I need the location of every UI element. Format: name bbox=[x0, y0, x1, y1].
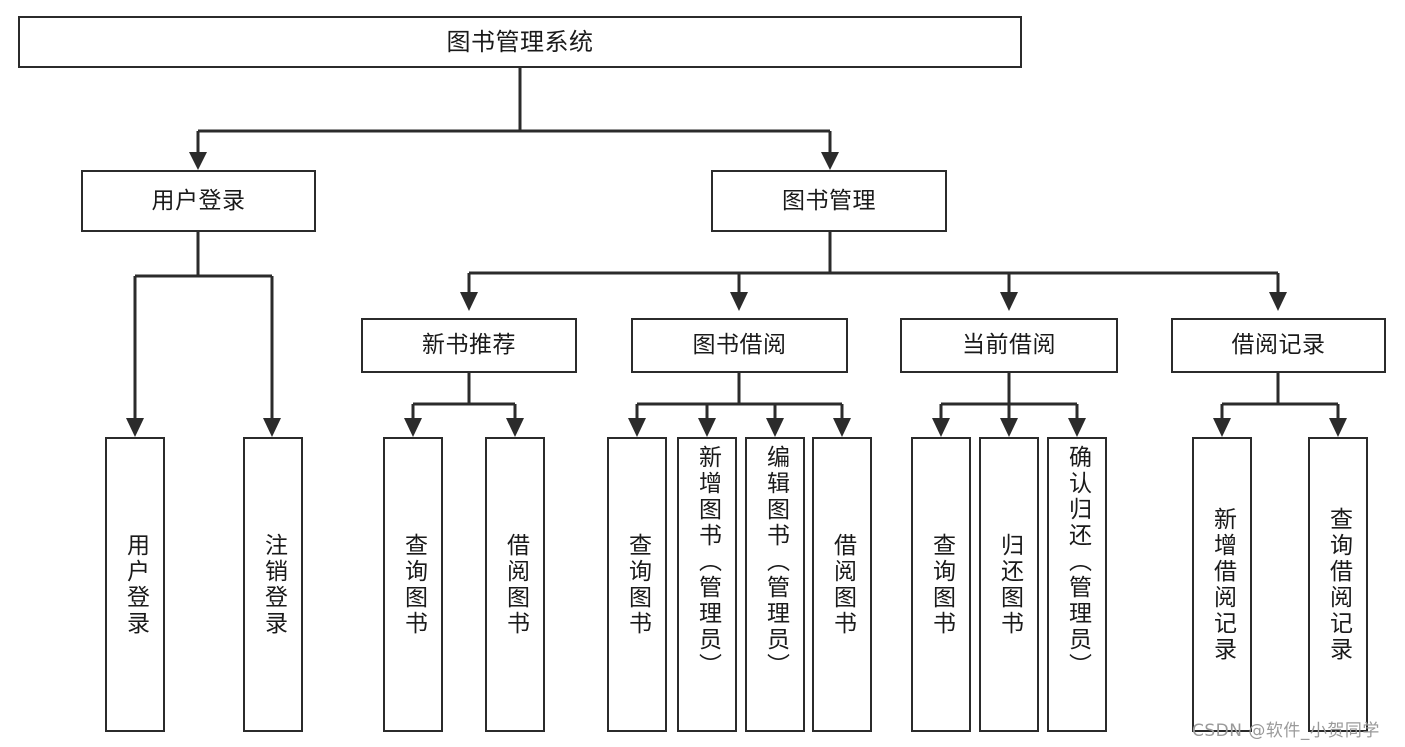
node-current-borrow[interactable]: 当前借阅 bbox=[900, 318, 1118, 373]
node-leaf-user-login[interactable]: 用户登录 bbox=[105, 437, 165, 732]
node-user-login-label: 用户登录 bbox=[151, 187, 246, 214]
node-book-manage-label: 图书管理 bbox=[782, 187, 876, 214]
node-leaf-logout-login-label: 注销登录 bbox=[260, 532, 287, 637]
node-root-label: 图书管理系统 bbox=[446, 28, 594, 56]
node-leaf-query-book-1-label: 查询图书 bbox=[400, 532, 427, 637]
node-leaf-edit-book[interactable]: 编辑图书（管理员） bbox=[745, 437, 805, 732]
node-leaf-query-book-3-label: 查询图书 bbox=[928, 532, 955, 637]
node-user-login[interactable]: 用户登录 bbox=[81, 170, 316, 232]
node-leaf-logout-login[interactable]: 注销登录 bbox=[243, 437, 303, 732]
node-leaf-query-book-1[interactable]: 查询图书 bbox=[383, 437, 443, 732]
node-leaf-borrow-book-2[interactable]: 借阅图书 bbox=[812, 437, 872, 732]
node-leaf-query-book-2[interactable]: 查询图书 bbox=[607, 437, 667, 732]
node-leaf-borrow-book-1[interactable]: 借阅图书 bbox=[485, 437, 545, 732]
node-leaf-return-book[interactable]: 归还图书 bbox=[979, 437, 1039, 732]
node-leaf-add-book[interactable]: 新增图书（管理员） bbox=[677, 437, 737, 732]
node-book-borrow-label: 图书借阅 bbox=[692, 332, 787, 359]
node-leaf-add-record-label: 新增借阅记录 bbox=[1209, 506, 1236, 663]
node-leaf-query-book-2-label: 查询图书 bbox=[624, 532, 651, 637]
node-current-borrow-label: 当前借阅 bbox=[962, 332, 1056, 359]
node-book-manage[interactable]: 图书管理 bbox=[711, 170, 947, 232]
node-leaf-edit-book-label: 编辑图书（管理员） bbox=[762, 445, 789, 679]
node-leaf-query-book-3[interactable]: 查询图书 bbox=[911, 437, 971, 732]
watermark-text: CSDN @软件_小贺同学 bbox=[1192, 721, 1380, 741]
node-borrow-record[interactable]: 借阅记录 bbox=[1171, 318, 1386, 373]
node-leaf-query-record[interactable]: 查询借阅记录 bbox=[1308, 437, 1368, 732]
node-leaf-query-record-label: 查询借阅记录 bbox=[1325, 506, 1352, 663]
node-leaf-add-book-label: 新增图书（管理员） bbox=[694, 445, 721, 679]
node-book-borrow[interactable]: 图书借阅 bbox=[631, 318, 848, 373]
node-new-book-recommend[interactable]: 新书推荐 bbox=[361, 318, 577, 373]
node-root-system[interactable]: 图书管理系统 bbox=[18, 16, 1022, 68]
node-borrow-record-label: 借阅记录 bbox=[1231, 332, 1326, 359]
node-leaf-borrow-book-1-label: 借阅图书 bbox=[502, 532, 529, 637]
node-leaf-add-record[interactable]: 新增借阅记录 bbox=[1192, 437, 1252, 732]
node-leaf-confirm-return-label: 确认归还（管理员） bbox=[1064, 445, 1091, 679]
node-leaf-user-login-label: 用户登录 bbox=[122, 532, 149, 637]
node-new-book-recommend-label: 新书推荐 bbox=[422, 332, 516, 359]
node-leaf-confirm-return[interactable]: 确认归还（管理员） bbox=[1047, 437, 1107, 732]
node-leaf-return-book-label: 归还图书 bbox=[996, 532, 1023, 637]
node-leaf-borrow-book-2-label: 借阅图书 bbox=[829, 532, 856, 637]
